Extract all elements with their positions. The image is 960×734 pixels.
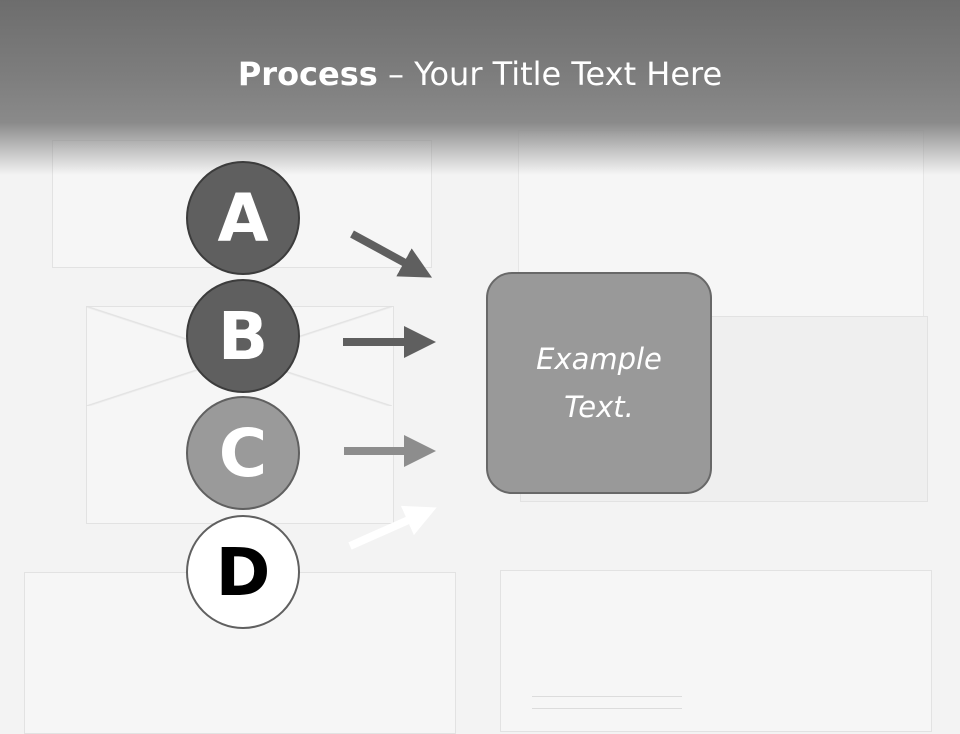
step-d-circle: D xyxy=(186,515,300,629)
step-a-circle: A xyxy=(186,161,300,275)
background-line xyxy=(532,696,682,697)
arrow-a xyxy=(350,230,433,278)
title-bold: Process xyxy=(237,55,378,93)
step-b-circle: B xyxy=(186,279,300,393)
background-line xyxy=(532,708,682,709)
title-rest: – Your Title Text Here xyxy=(377,55,723,93)
step-c-circle: C xyxy=(186,396,300,510)
title-bar: Process – Your Title Text Here xyxy=(0,0,960,175)
arrow-d xyxy=(348,505,437,550)
slide-title: Process – Your Title Text Here xyxy=(0,50,960,98)
example-text-box: Example Text. xyxy=(486,272,712,494)
background-paper xyxy=(500,570,932,732)
example-text-line2: Text. xyxy=(564,390,634,424)
example-text-line1: Example xyxy=(536,342,662,376)
